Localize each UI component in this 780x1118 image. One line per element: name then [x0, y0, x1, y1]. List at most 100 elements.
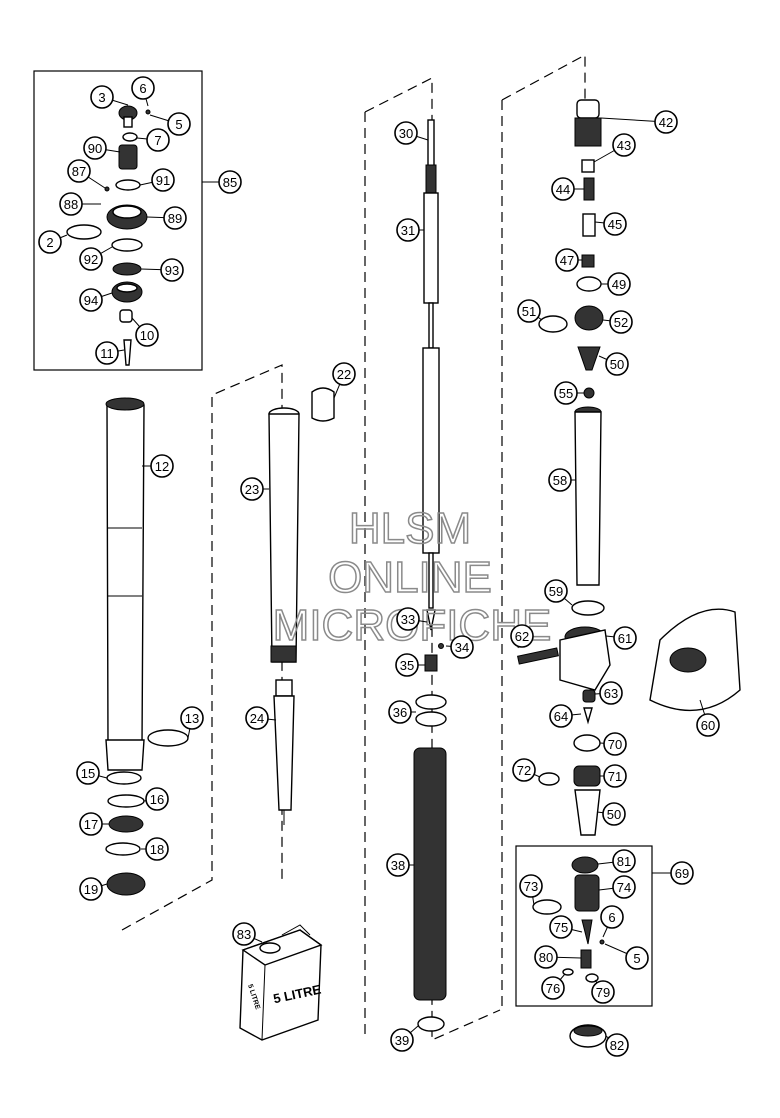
callout-number-30: 30 — [399, 126, 413, 141]
callout-55: 55 — [554, 381, 578, 405]
part-82-cap — [569, 1024, 607, 1048]
callout-number-7: 7 — [154, 133, 161, 148]
callout-circle-76 — [541, 976, 565, 1000]
callout-circle-12 — [150, 454, 174, 478]
callout-69: 69 — [670, 861, 694, 885]
callout-circle-11 — [95, 341, 119, 365]
callout-number-61: 61 — [618, 631, 632, 646]
callout-circle-45 — [603, 212, 627, 236]
callout-70: 70 — [603, 732, 627, 756]
callout-circle-24 — [245, 706, 269, 730]
callout-circle-90 — [83, 136, 107, 160]
part-30-31-damper-rod — [422, 119, 444, 672]
callout-number-52: 52 — [614, 315, 628, 330]
callout-19: 19 — [79, 877, 103, 901]
callout-circle-70 — [603, 732, 627, 756]
callout-90: 90 — [83, 136, 107, 160]
callout-circle-43 — [612, 133, 636, 157]
callout-circle-52 — [609, 310, 633, 334]
callout-number-58: 58 — [553, 473, 567, 488]
callout-circle-17 — [79, 812, 103, 836]
callout-number-62: 62 — [515, 629, 529, 644]
callout-34: 34 — [450, 635, 474, 659]
callout-number-91: 91 — [156, 173, 170, 188]
callout-6: 6 — [131, 76, 155, 100]
callout-47: 47 — [555, 248, 579, 272]
callout-number-79: 79 — [596, 985, 610, 1000]
callout-circle-93 — [160, 258, 184, 282]
callout-16: 16 — [145, 787, 169, 811]
callout-circle-85 — [218, 170, 242, 194]
callout-circle-79 — [591, 980, 615, 1004]
callout-circle-80 — [534, 945, 558, 969]
callout-number-43: 43 — [617, 138, 631, 153]
callout-51: 51 — [517, 299, 541, 323]
callout-75: 75 — [549, 915, 573, 939]
callout-12: 12 — [150, 454, 174, 478]
part-85-group — [66, 105, 151, 366]
callout-number-94: 94 — [84, 293, 98, 308]
callout-80: 80 — [534, 945, 558, 969]
callout-93: 93 — [160, 258, 184, 282]
callout-circle-91 — [151, 168, 175, 192]
part-12-outer-tube — [105, 397, 189, 896]
callout-number-63: 63 — [604, 686, 618, 701]
callout-52: 52 — [609, 310, 633, 334]
callout-number-88: 88 — [64, 197, 78, 212]
callout-71: 71 — [603, 764, 627, 788]
callout-number-3: 3 — [98, 90, 105, 105]
callout-5b: 5 — [625, 946, 649, 970]
callout-number-18: 18 — [150, 842, 164, 857]
callout-number-2: 2 — [46, 235, 53, 250]
callout-number-80: 80 — [539, 950, 553, 965]
callout-6b: 6 — [600, 905, 624, 929]
callout-24: 24 — [245, 706, 269, 730]
callout-circle-47 — [555, 248, 579, 272]
callout-number-11: 11 — [100, 346, 114, 361]
callout-number-55: 55 — [559, 386, 573, 401]
callout-13: 13 — [180, 706, 204, 730]
callout-circle-30 — [394, 121, 418, 145]
callout-60: 60 — [696, 713, 720, 737]
callout-number-90: 90 — [88, 141, 102, 156]
callout-circle-22 — [332, 362, 356, 386]
callout-circle-31 — [396, 218, 420, 242]
callout-circle-61 — [613, 626, 637, 650]
callout-number-5: 5 — [175, 117, 182, 132]
callout-58: 58 — [548, 468, 572, 492]
callout-number-35: 35 — [400, 658, 414, 673]
callout-circle-34 — [450, 635, 474, 659]
callout-number-69: 69 — [675, 866, 689, 881]
callout-circle-73 — [519, 874, 543, 898]
callout-number-87: 87 — [72, 164, 86, 179]
callout-2: 2 — [38, 230, 62, 254]
callout-number-22: 22 — [337, 367, 351, 382]
callout-17: 17 — [79, 812, 103, 836]
callout-number-6: 6 — [139, 81, 146, 96]
callout-circle-94 — [79, 288, 103, 312]
callout-circle-5 — [167, 112, 191, 136]
callout-circle-15 — [76, 761, 100, 785]
callout-number-31: 31 — [401, 223, 415, 238]
callout-number-60: 60 — [701, 718, 715, 733]
callout-number-23: 23 — [245, 482, 259, 497]
callout-74: 74 — [612, 875, 636, 899]
callout-circle-18 — [145, 837, 169, 861]
callout-number-92: 92 — [84, 252, 98, 267]
callout-85: 85 — [218, 170, 242, 194]
watermark-line1: HLSM — [349, 504, 471, 553]
callout-33: 33 — [396, 607, 420, 631]
callout-circle-44 — [551, 177, 575, 201]
callout-44: 44 — [551, 177, 575, 201]
callout-43: 43 — [612, 133, 636, 157]
callout-number-76: 76 — [546, 981, 560, 996]
callout-circle-13 — [180, 706, 204, 730]
callout-circle-39 — [390, 1028, 414, 1052]
callout-number-33: 33 — [401, 612, 415, 627]
callout-number-75: 75 — [554, 920, 568, 935]
callout-87: 87 — [67, 159, 91, 183]
callout-7: 7 — [146, 128, 170, 152]
callout-31: 31 — [396, 218, 420, 242]
callout-number-93: 93 — [165, 263, 179, 278]
callout-number-70: 70 — [608, 737, 622, 752]
